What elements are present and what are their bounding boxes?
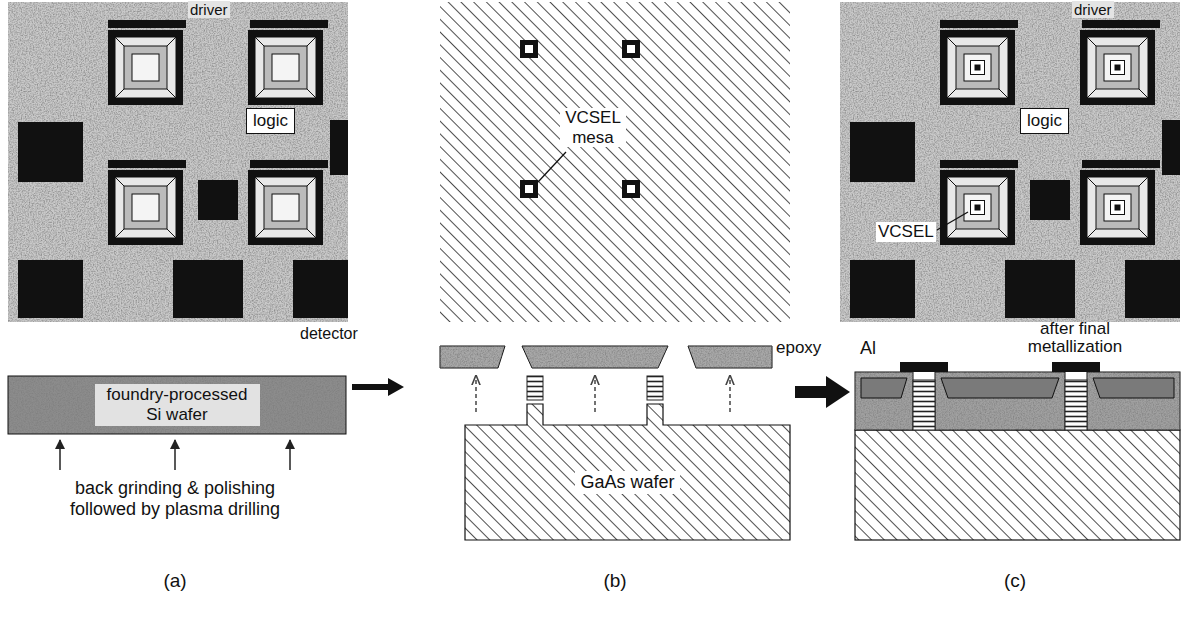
vcsel-symbol bbox=[971, 201, 985, 215]
vcsel-symbol bbox=[971, 61, 985, 75]
vcsel-center bbox=[975, 205, 981, 211]
vcsel-stack bbox=[527, 376, 543, 400]
vcsel-center bbox=[1115, 65, 1121, 71]
logic-box: logic bbox=[246, 108, 295, 134]
vcsel-stack bbox=[1065, 380, 1087, 430]
epoxy-texture bbox=[688, 346, 772, 368]
epoxy-label: epoxy bbox=[776, 338, 821, 358]
vcsel-center bbox=[975, 65, 981, 71]
grind-arrow bbox=[289, 440, 291, 470]
si-wafer-outline bbox=[8, 376, 346, 434]
node-text: logic bbox=[253, 111, 288, 131]
vcsel-mesa-center bbox=[525, 45, 533, 53]
si-texture bbox=[855, 372, 913, 430]
wafer-box: foundry-processed Si wafer bbox=[8, 376, 346, 434]
vcsel-symbol bbox=[1111, 61, 1125, 75]
vcsel-mesa-center bbox=[525, 185, 533, 193]
epoxy-fill bbox=[861, 378, 907, 398]
detector-label: detector bbox=[300, 325, 358, 343]
vcsel-symbol bbox=[1111, 201, 1125, 215]
si-wafer-section bbox=[8, 376, 346, 434]
al-contact bbox=[1052, 362, 1100, 372]
metal-label: Al bbox=[860, 338, 876, 359]
leader-line bbox=[538, 152, 566, 182]
gaas-wafer-section bbox=[465, 404, 790, 540]
vcsel-label: VCSEL bbox=[876, 222, 936, 242]
process-note: back grinding & polishing followed by pl… bbox=[50, 478, 300, 519]
epoxy-fill bbox=[1093, 378, 1174, 398]
si-piece bbox=[935, 372, 1065, 430]
si-wafer-texture bbox=[8, 376, 346, 434]
integrated-chip-top-view bbox=[840, 2, 1180, 322]
gaas-top-view bbox=[440, 2, 790, 322]
leader-line bbox=[937, 212, 968, 230]
vcsel-mesa-symbol bbox=[520, 40, 538, 58]
panel-label: (c) bbox=[990, 570, 1040, 592]
node-text: GaAs wafer bbox=[575, 471, 679, 494]
panel-label: (b) bbox=[590, 570, 640, 592]
vcsel-center bbox=[1115, 205, 1121, 211]
epoxy-texture bbox=[440, 346, 505, 368]
mesa-label: VCSEL mesa bbox=[560, 108, 626, 147]
vcsel-mesa-symbol bbox=[622, 40, 640, 58]
bond-arrow bbox=[475, 376, 477, 412]
step-note: after final metallization bbox=[1000, 320, 1150, 356]
vcsel-mesa-symbol bbox=[622, 180, 640, 198]
step-arrow bbox=[352, 378, 404, 396]
epoxy-fill bbox=[941, 378, 1059, 398]
driver-label: driver bbox=[1072, 1, 1114, 18]
epoxy-texture bbox=[522, 346, 668, 368]
al-contact bbox=[900, 362, 948, 372]
step-arrow bbox=[795, 376, 850, 408]
vcsel-mesa-symbol bbox=[520, 180, 538, 198]
vcsel-mesa-center bbox=[627, 185, 635, 193]
logic-box: logic bbox=[1020, 108, 1069, 134]
wafer-box: GaAs wafer bbox=[465, 425, 790, 540]
grind-arrow bbox=[174, 440, 176, 470]
node-text: logic bbox=[1027, 111, 1062, 131]
si-piece bbox=[1087, 372, 1180, 430]
node-text: foundry-processed Si wafer bbox=[95, 384, 260, 425]
grind-arrow bbox=[59, 440, 61, 470]
vcsel-stack bbox=[647, 376, 663, 400]
vcsel-mesa-center bbox=[627, 45, 635, 53]
gaas-substrate bbox=[855, 430, 1180, 540]
si-piece bbox=[855, 372, 913, 430]
si-texture bbox=[1087, 372, 1180, 430]
si-chip-top-view bbox=[8, 2, 348, 322]
bond-arrow bbox=[594, 376, 596, 412]
panel-label: (a) bbox=[150, 570, 200, 592]
vcsel-stack bbox=[913, 380, 935, 430]
epoxy-piece bbox=[688, 346, 772, 368]
bond-arrow bbox=[729, 376, 731, 412]
epoxy-piece bbox=[522, 346, 668, 368]
driver-label: driver bbox=[188, 1, 230, 18]
si-texture bbox=[935, 372, 1065, 430]
epoxy-piece bbox=[440, 346, 505, 368]
